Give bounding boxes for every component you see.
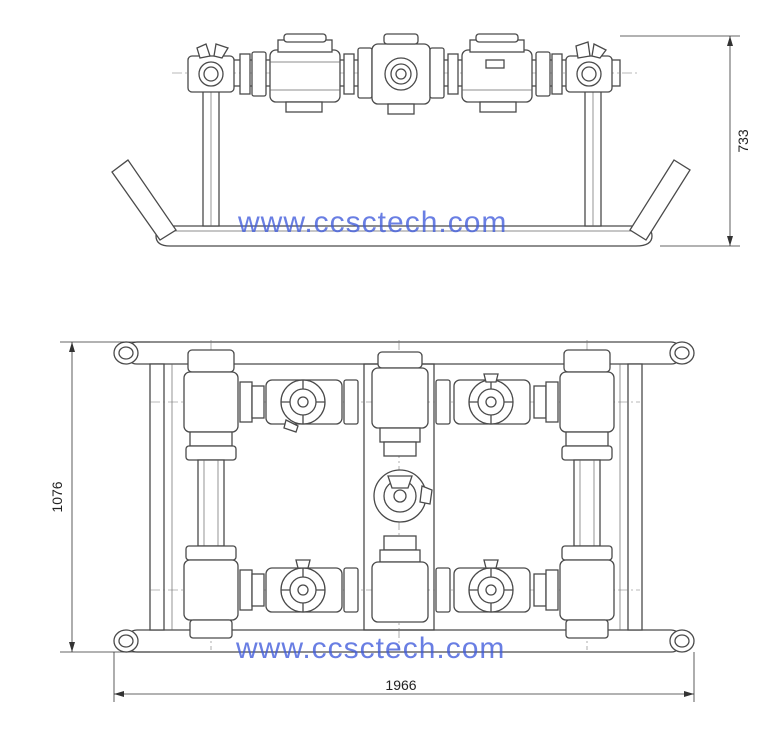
plan-valve-bottom-left [280, 559, 326, 613]
watermark-top: www.ccsctech.com [237, 206, 507, 239]
plan-center-spool [371, 351, 433, 623]
elevation-right-arm [629, 159, 691, 241]
plan-left-frame [149, 363, 165, 631]
dimension-1966-label: 1966 [385, 677, 416, 693]
elevation-gate-valve-1 [269, 33, 341, 113]
plan-valve-top-right [468, 373, 514, 425]
plan-right-spool [559, 349, 615, 639]
elevation-center-cross [357, 33, 445, 115]
plan-view: 1076 1966 www.ccsctech.com [49, 340, 695, 702]
dimension-width-plan: 1966 [113, 652, 695, 702]
elevation-right-cross [565, 41, 613, 93]
dimension-height-plan: 1076 [49, 341, 150, 653]
dimension-height-elevation: 733 [620, 35, 751, 247]
elevation-view: 733 www.ccsctech.com [111, 33, 751, 247]
plan-valve-top-left [280, 379, 326, 433]
plan-valve-bottom-right [468, 559, 514, 613]
elevation-left-cross [187, 43, 235, 93]
elevation-left-arm [111, 159, 177, 241]
elevation-gate-valve-2 [461, 33, 533, 113]
dimension-1076-label: 1076 [49, 481, 65, 512]
dimension-733-label: 733 [735, 129, 751, 153]
watermark-bottom: www.ccsctech.com [235, 632, 505, 665]
plan-right-frame [627, 363, 643, 631]
plan-left-spool [183, 349, 239, 639]
